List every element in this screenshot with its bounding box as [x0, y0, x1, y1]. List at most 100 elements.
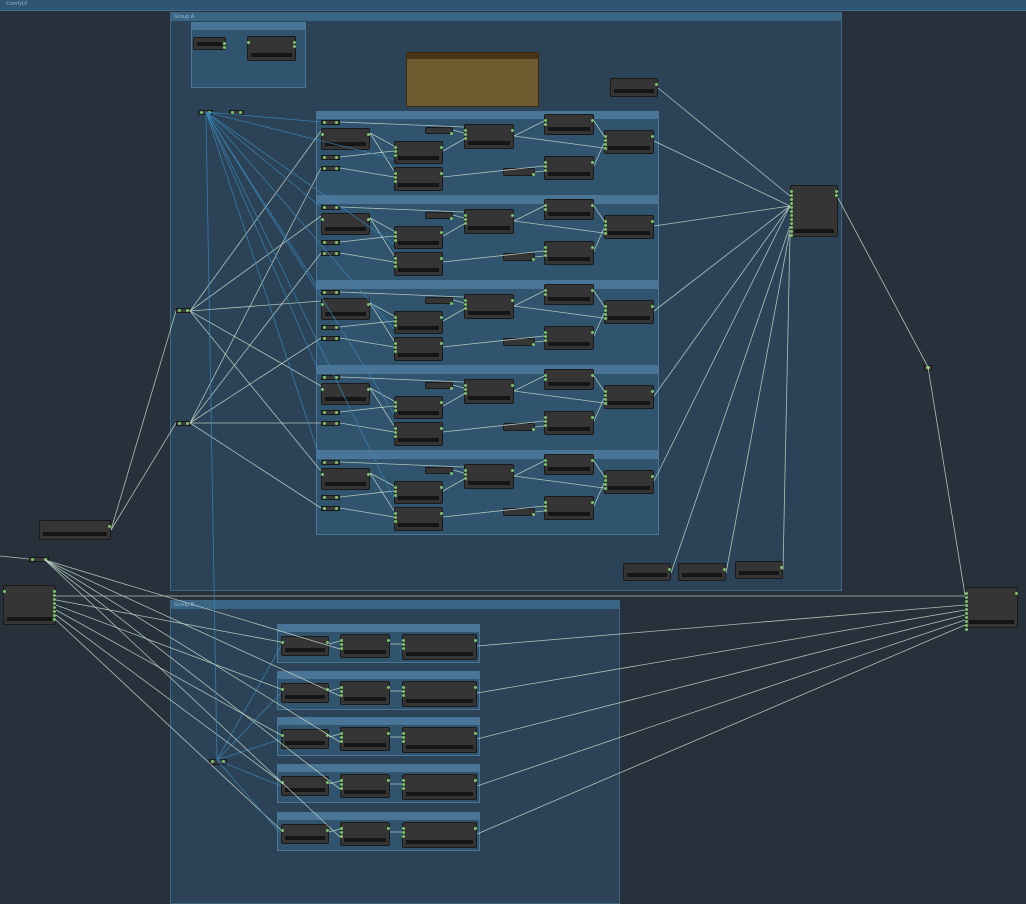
widget-bar[interactable] [398, 241, 439, 245]
widget-bar[interactable] [398, 496, 439, 500]
input-slot[interactable] [402, 643, 405, 646]
output-slot[interactable] [450, 132, 453, 135]
widget-bar[interactable] [468, 141, 510, 145]
widget-bar[interactable] [682, 573, 722, 577]
input-slot[interactable] [790, 214, 793, 217]
output-slot[interactable] [53, 602, 56, 605]
output-slot[interactable] [387, 827, 390, 830]
input-slot[interactable] [604, 224, 607, 227]
input-slot[interactable] [394, 316, 397, 319]
input-slot[interactable] [394, 512, 397, 515]
widget-bar[interactable] [398, 268, 439, 272]
input-slot[interactable] [544, 289, 547, 292]
output-slot[interactable] [591, 501, 594, 504]
reroute-node[interactable] [321, 120, 340, 125]
reroute-out[interactable] [335, 252, 338, 255]
input-slot[interactable] [604, 139, 607, 142]
decode-node[interactable] [402, 634, 477, 660]
reroute-in[interactable] [323, 206, 326, 209]
output-slot[interactable] [440, 512, 443, 515]
input-slot[interactable] [965, 608, 968, 611]
output-slot[interactable] [440, 316, 443, 319]
input-slot[interactable] [402, 835, 405, 838]
reroute-out[interactable] [186, 422, 189, 425]
widget-bar[interactable] [398, 411, 439, 415]
left-main-node[interactable] [3, 585, 56, 625]
small-node[interactable] [678, 563, 726, 581]
group-header[interactable] [171, 601, 619, 609]
input-slot[interactable] [544, 501, 547, 504]
input-slot[interactable] [340, 740, 343, 743]
widget-bar[interactable] [406, 699, 473, 703]
input-slot[interactable] [790, 222, 793, 225]
widget-bar[interactable] [344, 650, 386, 654]
output-slot[interactable] [293, 41, 296, 44]
output-slot[interactable] [387, 779, 390, 782]
input-slot[interactable] [394, 261, 397, 264]
input-slot[interactable] [604, 232, 607, 235]
prompt-node[interactable] [321, 298, 370, 320]
output-slot[interactable] [293, 45, 296, 48]
input-slot[interactable] [402, 831, 405, 834]
input-slot[interactable] [402, 732, 405, 735]
input-slot[interactable] [544, 335, 547, 338]
sampler-node[interactable] [340, 822, 390, 846]
small-node[interactable] [425, 127, 453, 135]
reroute-out[interactable] [239, 111, 242, 114]
widget-bar[interactable] [285, 836, 325, 840]
output-slot[interactable] [511, 469, 514, 472]
input-slot[interactable] [340, 835, 343, 838]
sampler-node[interactable] [340, 681, 390, 705]
input-slot[interactable] [394, 346, 397, 349]
input-slot[interactable] [965, 620, 968, 623]
reroute-in[interactable] [200, 111, 203, 114]
input-slot[interactable] [464, 214, 467, 217]
input-slot[interactable] [394, 320, 397, 323]
input-slot[interactable] [544, 165, 547, 168]
group-header[interactable] [192, 23, 305, 30]
group-header[interactable] [317, 367, 658, 374]
input-slot[interactable] [340, 732, 343, 735]
reroute-in[interactable] [323, 507, 326, 510]
input-slot[interactable] [464, 137, 467, 140]
reroute-node[interactable] [321, 410, 340, 415]
decode-node[interactable] [544, 454, 594, 475]
decode-node[interactable] [402, 727, 477, 753]
reroute-in[interactable] [323, 422, 326, 425]
output-slot[interactable] [367, 218, 370, 221]
input-slot[interactable] [544, 119, 547, 122]
output-slot[interactable] [668, 568, 671, 571]
output-slot[interactable] [367, 133, 370, 136]
output-slot[interactable] [223, 42, 226, 45]
input-slot[interactable] [394, 486, 397, 489]
input-slot[interactable] [464, 384, 467, 387]
reroute-node[interactable] [321, 240, 340, 245]
reroute-in[interactable] [323, 411, 326, 414]
input-slot[interactable] [790, 198, 793, 201]
reroute-in[interactable] [323, 121, 326, 124]
output-slot[interactable] [532, 513, 535, 516]
widget-bar[interactable] [548, 512, 590, 516]
input-slot[interactable] [464, 307, 467, 310]
input-slot[interactable] [464, 388, 467, 391]
reroute-in[interactable] [323, 241, 326, 244]
note-node[interactable] [406, 52, 539, 107]
reroute-node[interactable] [176, 421, 191, 426]
sampler-node[interactable] [394, 252, 443, 276]
input-slot[interactable] [464, 133, 467, 136]
input-slot[interactable] [464, 303, 467, 306]
input-slot[interactable] [604, 398, 607, 401]
input-slot[interactable] [281, 829, 284, 832]
reroute-in[interactable] [323, 461, 326, 464]
output-slot[interactable] [440, 342, 443, 345]
input-slot[interactable] [3, 590, 6, 593]
sampler-node[interactable] [340, 727, 390, 751]
input-slot[interactable] [464, 218, 467, 221]
widget-bar[interactable] [285, 648, 325, 652]
input-slot[interactable] [394, 431, 397, 434]
input-slot[interactable] [394, 520, 397, 523]
input-slot[interactable] [340, 647, 343, 650]
reroute-node[interactable] [321, 375, 340, 380]
output-slot[interactable] [440, 401, 443, 404]
reroute-node[interactable] [321, 460, 340, 465]
